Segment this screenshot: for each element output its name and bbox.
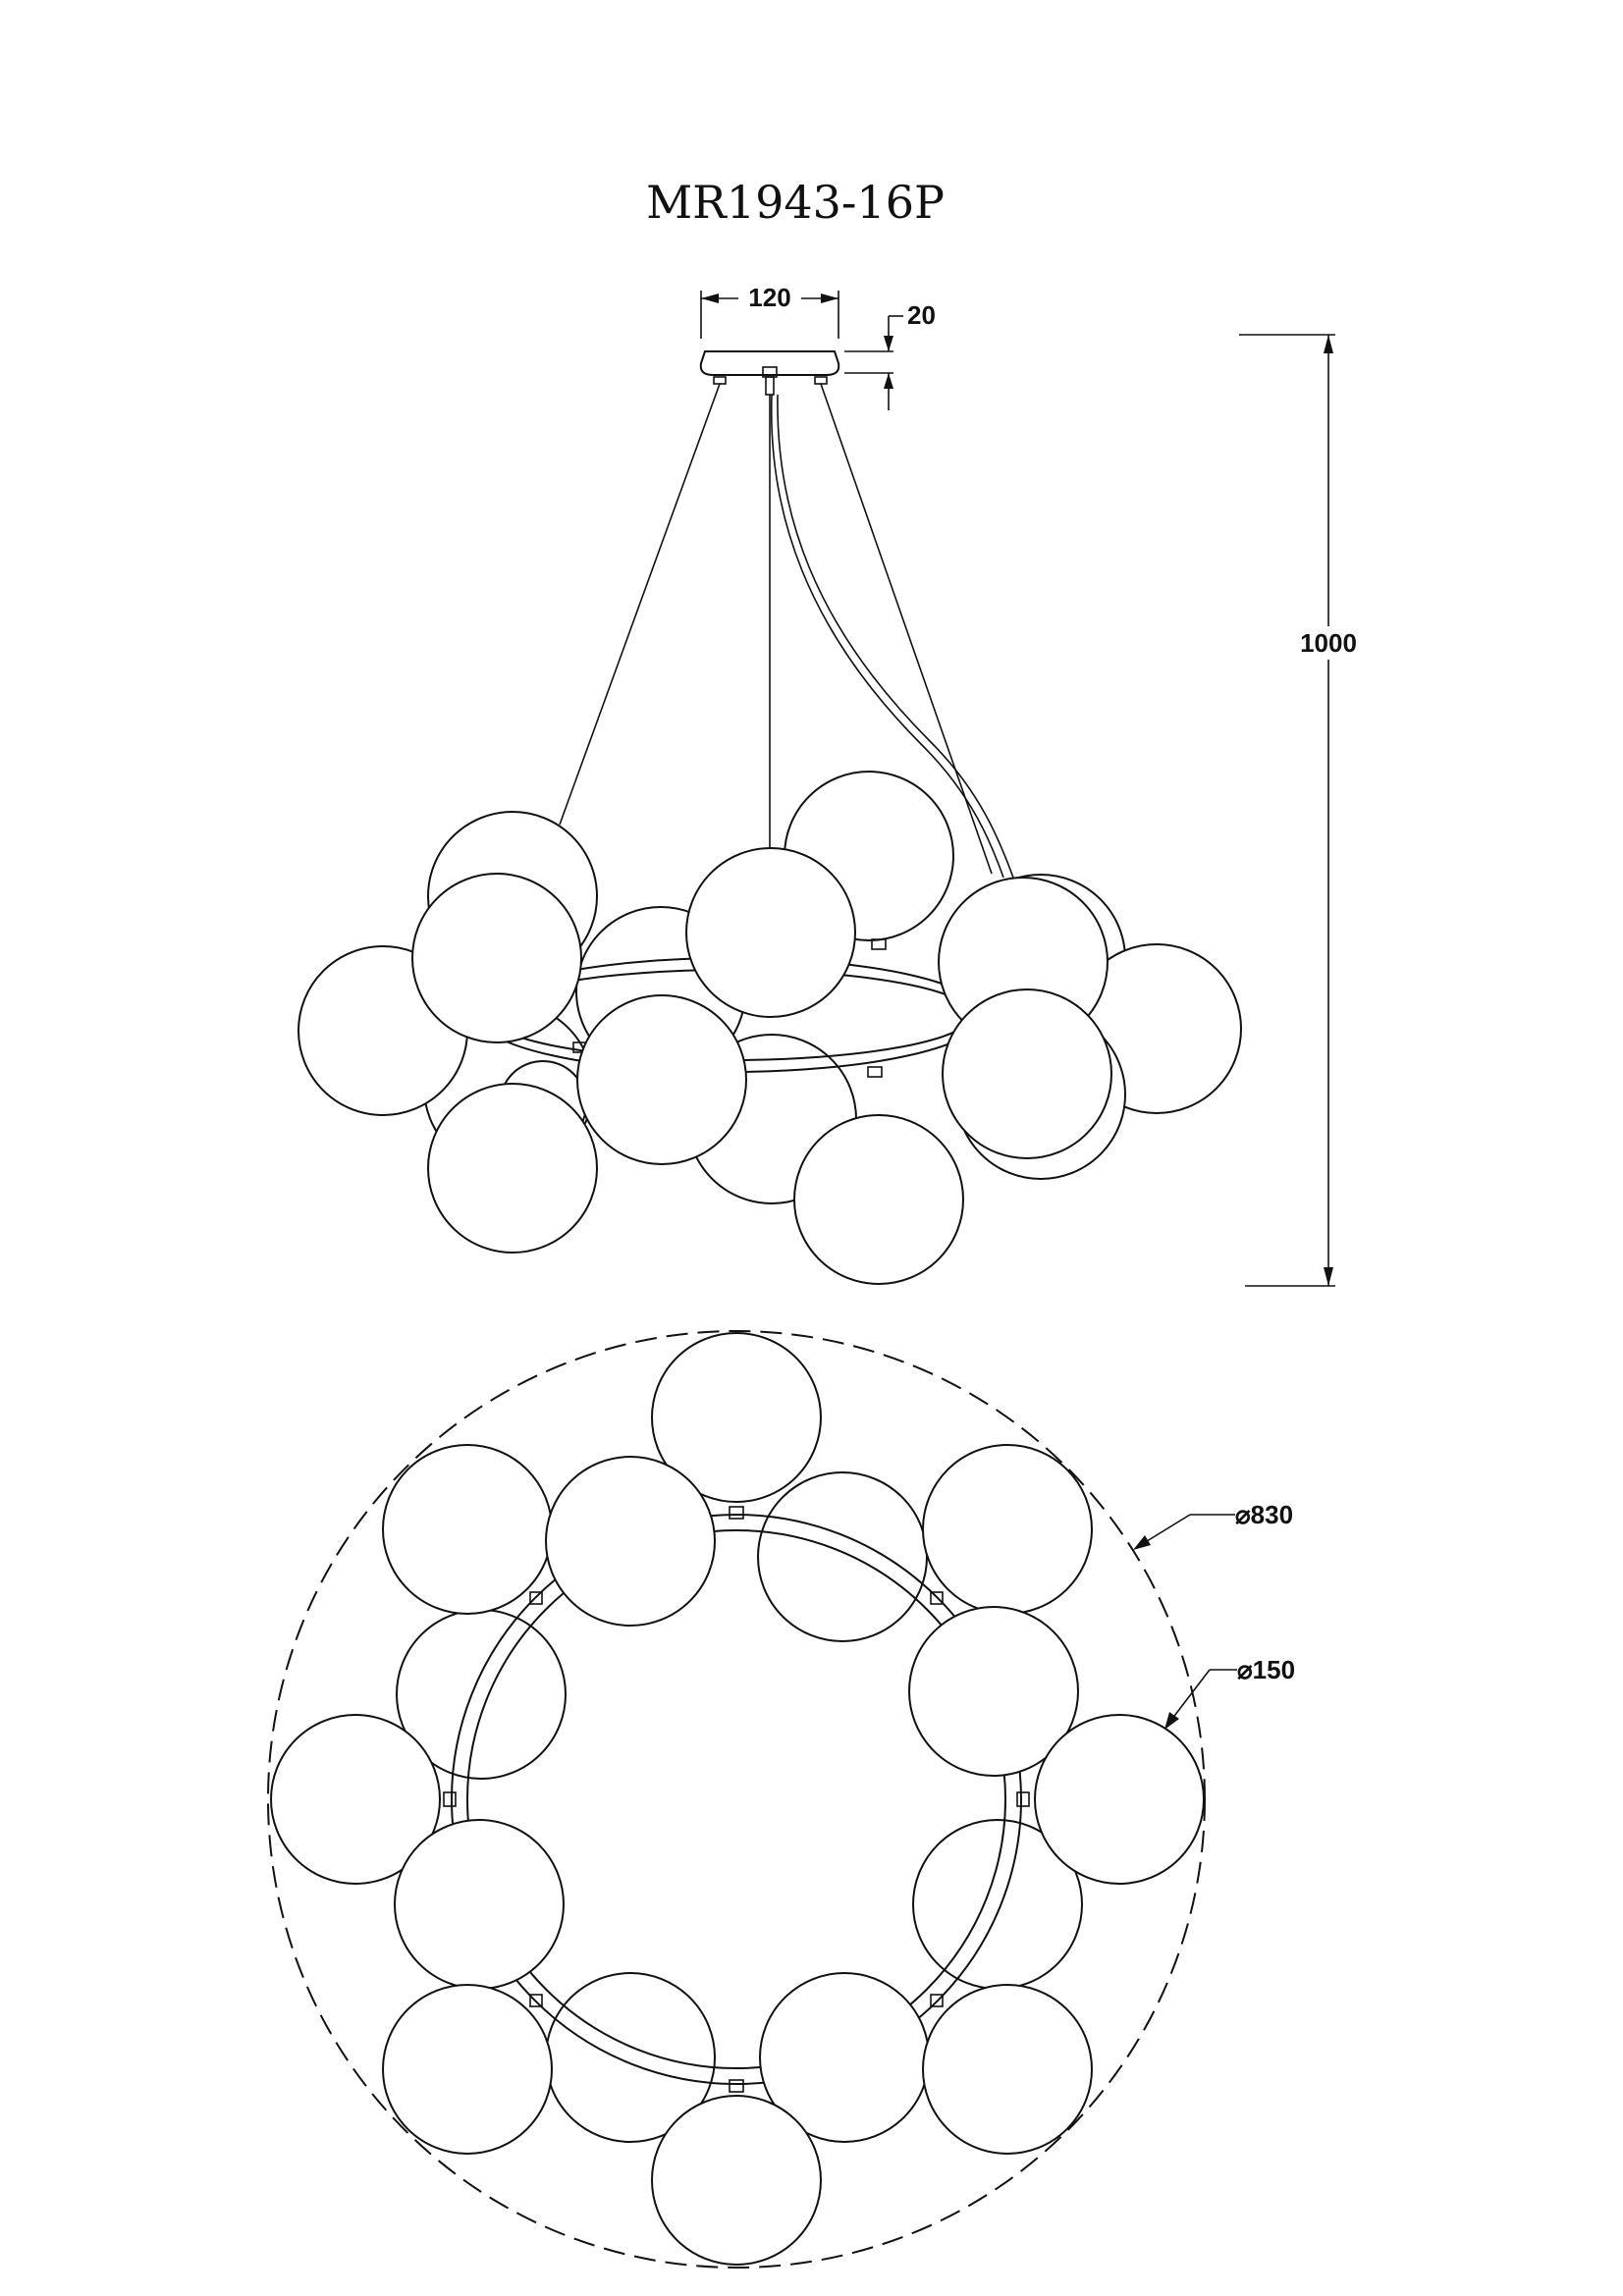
plan-back-globes — [396, 1471, 1083, 2143]
plan-front-globes — [270, 1332, 1205, 2266]
front-globes — [411, 847, 1112, 1285]
canopy-height-dimension: 20 — [844, 300, 936, 410]
canopy-width-dimension: 120 — [700, 281, 839, 339]
side-elevation: 120 20 — [298, 281, 1363, 1287]
overall-diameter-dimension: ⌀830 — [1133, 1500, 1293, 1550]
suspension-wires — [559, 383, 1014, 879]
plan-frame-ring — [443, 1506, 1030, 2093]
total-height-label: 1000 — [1300, 628, 1357, 658]
overall-diameter-label: ⌀830 — [1235, 1500, 1293, 1529]
globe-diameter-dimension: ⌀150 — [1164, 1655, 1295, 1730]
canopy-height-label: 20 — [907, 300, 936, 330]
top-view: ⌀830 ⌀150 — [267, 1330, 1295, 2269]
canopy-width-label: 120 — [748, 283, 790, 312]
total-height-dimension: 1000 — [1239, 334, 1363, 1287]
model-title: MR1943-16P — [646, 176, 945, 229]
canopy — [699, 350, 840, 396]
globe-diameter-label: ⌀150 — [1237, 1655, 1295, 1684]
